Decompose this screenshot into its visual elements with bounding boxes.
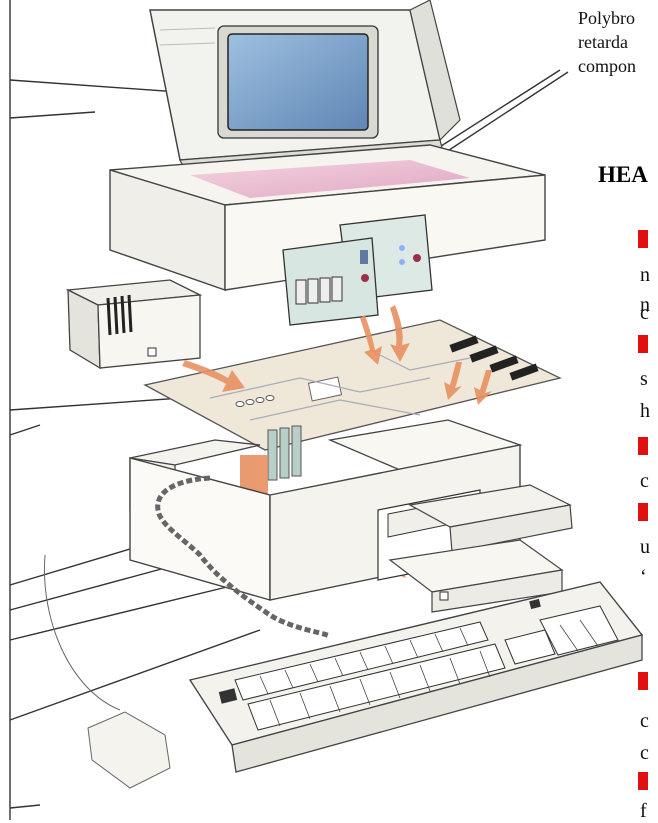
bullet-marker (638, 335, 648, 353)
text-fragment: h (640, 400, 658, 423)
text-fragment: c (640, 470, 658, 493)
text-fragment: c (640, 710, 658, 733)
bullet-marker (638, 230, 648, 248)
text-fragment: c (640, 742, 658, 765)
section-heading: HEA (598, 162, 658, 188)
text-fragment: s (640, 368, 658, 391)
intro-text: Polybro retarda compon (578, 6, 658, 78)
keyboard (190, 582, 642, 772)
text-fragment: ‘ (640, 566, 658, 589)
bullet-marker (638, 672, 648, 690)
intro-line: retarda (578, 30, 658, 54)
intro-line: Polybro (578, 6, 658, 30)
bullet-marker (638, 437, 648, 455)
bullet-marker (638, 772, 648, 790)
bullet-marker (638, 503, 648, 521)
text-fragment: n (640, 264, 658, 287)
intro-line: compon (578, 54, 658, 78)
mouse (88, 712, 170, 788)
text-fragment: u (640, 536, 658, 559)
power-supply (68, 280, 200, 368)
text-fragment: c (640, 302, 658, 325)
